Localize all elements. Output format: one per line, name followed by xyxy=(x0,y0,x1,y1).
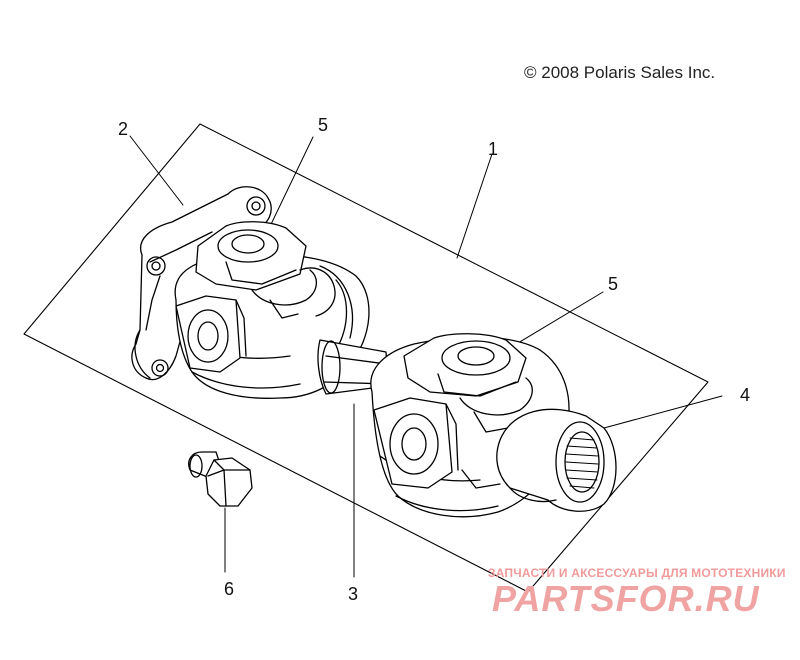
leader-line-4 xyxy=(603,395,723,429)
bolt xyxy=(188,451,253,507)
callout-5-right: 5 xyxy=(608,274,619,294)
callout-6: 6 xyxy=(224,579,235,599)
callout-2: 2 xyxy=(118,119,129,139)
callout-3: 3 xyxy=(348,584,359,604)
callout-1: 1 xyxy=(488,139,499,159)
callout-4: 4 xyxy=(740,385,751,405)
callout-5-left: 5 xyxy=(318,115,329,135)
leader-line-1 xyxy=(456,153,493,259)
watermark-logo: PARTSFOR.RU xyxy=(492,578,760,619)
leader-line-2 xyxy=(129,135,184,206)
watermark-caption: ЗАПЧАСТИ И АКСЕССУАРЫ ДЛЯ МОТОТЕХНИКИ xyxy=(488,566,786,580)
assembly-boundary xyxy=(23,123,709,593)
copyright-notice: © 2008 Polaris Sales Inc. xyxy=(524,63,716,82)
splined-yoke-end xyxy=(496,408,617,512)
